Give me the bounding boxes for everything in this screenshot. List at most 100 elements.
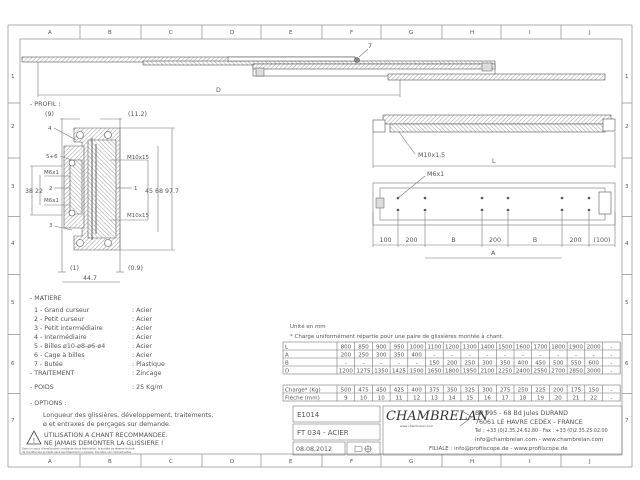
table-cell: 15 <box>466 395 473 401</box>
column-label-bottom: A <box>48 459 52 465</box>
treatment-label: - TRAITEMENT <box>30 370 74 377</box>
table-cell: - <box>486 352 488 358</box>
table-cell: 950 <box>394 344 405 350</box>
table-cell: 20 <box>555 395 562 401</box>
table-cell: - <box>610 395 612 401</box>
material-item-name: 4 - Intermédiaire <box>34 333 87 341</box>
table-cell: 350 <box>500 360 511 366</box>
table-cell: 300 <box>376 352 387 358</box>
table-cell: - <box>610 360 612 366</box>
table-cell: 1700 <box>534 344 548 350</box>
callout-7: 7 <box>368 43 372 50</box>
row-label-left: 5 <box>11 300 15 306</box>
callout-m10x15-bottom: M10x15 <box>127 213 149 219</box>
table-cell: 18 <box>519 395 526 401</box>
row-label-left: 2 <box>11 124 15 130</box>
table-cell: 1950 <box>463 368 477 374</box>
dimensions-table: Unité en mm * Charge uniformément répart… <box>282 323 621 402</box>
table-cell: 600 <box>588 360 599 366</box>
hole-icon <box>480 208 484 212</box>
table-cell: 550 <box>571 360 582 366</box>
table-cell: 11 <box>395 395 402 401</box>
table-cell: 1000 <box>410 344 424 350</box>
material-item-value: : Acier <box>132 316 152 323</box>
table-cell: 10 <box>378 395 385 401</box>
warning-icon <box>26 430 42 445</box>
plan-dim-label: 200 <box>405 237 417 244</box>
drawing-date: 08.08.2012 <box>296 446 332 453</box>
plan-dim-label: 100 <box>379 237 391 244</box>
plan-dim-label: B <box>533 237 537 244</box>
row-label-left: 1 <box>11 74 15 80</box>
disclaimer-line2: de modifier ses produits sans avertissem… <box>22 450 132 454</box>
table-cell: 1800 <box>551 344 565 350</box>
column-label-top: A <box>48 30 52 36</box>
callout-1: 1 <box>134 186 138 192</box>
material-item-name: 3 - Petit intermédiaire <box>34 324 103 332</box>
table-cell: 400 <box>518 360 529 366</box>
table-cell: - <box>557 352 559 358</box>
column-label-top: I <box>529 30 531 36</box>
table-cell: 150 <box>429 360 440 366</box>
table-cell: 475 <box>358 387 369 393</box>
table-cell: 2700 <box>551 368 565 374</box>
table-cell: - <box>540 352 542 358</box>
table-cell: 2400 <box>516 368 530 374</box>
profile-title: - PROFIL : <box>30 101 61 108</box>
material-item-name: 1 - Grand curseur <box>34 307 90 314</box>
subsidiary: FILIALE : info@profilscope.de - www.prof… <box>429 446 568 452</box>
material-item-value: : Acier <box>132 352 152 359</box>
brand-logo: CHAMBRELAN <box>386 409 489 424</box>
hole-icon <box>587 196 591 200</box>
dim-0-9: (0.9) <box>128 265 143 272</box>
table-cell: - <box>610 344 612 350</box>
table-cell: 850 <box>358 344 369 350</box>
dim-11-2: (11.2) <box>128 111 147 118</box>
table-cell: 9 <box>344 395 348 401</box>
warning-line2: NE JAMAIS DEMONTER LA GLISSIERE ! <box>44 440 163 447</box>
table-cell: 300 <box>482 387 493 393</box>
title-block: E1014 FT 034 - ACIER 08.08.2012 CHAMBREL… <box>292 405 623 456</box>
table-cell: 400 <box>411 387 422 393</box>
hole-icon <box>423 208 427 212</box>
table-cell: 275 <box>500 387 511 393</box>
table-cell: 400 <box>411 352 422 358</box>
column-label-bottom: G <box>409 459 413 465</box>
table-cell: 16 <box>484 395 491 401</box>
table-cell: 250 <box>465 360 476 366</box>
thread-m10x1-5: M10x1,5 <box>418 152 445 159</box>
table-cell: 2000 <box>587 344 601 350</box>
callout-m6x1-bottom: M6x1 <box>44 198 59 204</box>
column-label-top: C <box>169 30 173 36</box>
treatment-value: : Zincage <box>132 370 161 377</box>
column-label-top: D <box>230 30 234 36</box>
row-label-right: 2 <box>625 124 629 130</box>
weight-label: - POIDS <box>30 384 54 391</box>
table-cell: 1300 <box>463 344 477 350</box>
table-cell: 375 <box>429 387 440 393</box>
callout-m6x1-top: M6x1 <box>44 170 59 176</box>
table-cell: 1500 <box>498 344 512 350</box>
column-label-top: H <box>470 30 474 36</box>
column-label-bottom: E <box>289 459 293 465</box>
table-row-label: A <box>285 352 289 358</box>
table-cell: 1275 <box>357 368 371 374</box>
contact-web: info@chambrelan.com - www.chambrelan.com <box>475 437 603 443</box>
table-cell: - <box>575 352 577 358</box>
callout-m10x15-top: M10x15 <box>127 155 149 161</box>
table-cell: 350 <box>447 387 458 393</box>
material-item-name: 5 - Billes ø10-ø8-ø6-ø4 <box>34 343 105 350</box>
table-cell: 3000 <box>587 368 601 374</box>
table-cell: 1400 <box>480 344 494 350</box>
row-label-right: 3 <box>625 184 629 190</box>
material-item-name: 2 - Petit curseur <box>34 316 85 323</box>
table-cell: 1650 <box>427 368 441 374</box>
callout-2: 2 <box>49 186 53 192</box>
table-cell: 500 <box>341 387 352 393</box>
table-row-label: Flèche (mm) <box>285 394 320 401</box>
table-cell: - <box>522 352 524 358</box>
row-label-left: 4 <box>11 241 15 247</box>
dim-45-68-97-7: 45 68 97.7 <box>145 188 179 195</box>
